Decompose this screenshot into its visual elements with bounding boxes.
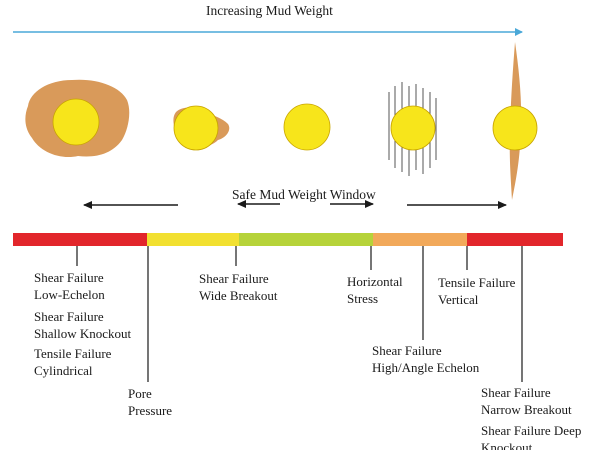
borehole-echelon-fractures-icon: [389, 82, 436, 176]
bar-segment-red-low: [13, 233, 147, 246]
borehole-vertical-fracture-icon: [493, 42, 537, 200]
bar-segment-green: [239, 233, 373, 246]
mud-weight-color-bar: [13, 233, 563, 246]
label-shear-narrow-breakout: Shear Failure Narrow Breakout: [481, 384, 572, 418]
label-tensile-cylindrical: Tensile Failure Cylindrical: [34, 345, 111, 379]
label-shear-low-echelon: Shear Failure Low-Echelon: [34, 269, 105, 303]
label-pore-pressure: Pore Pressure: [128, 385, 172, 419]
bar-segment-red-high: [467, 233, 563, 246]
label-tensile-vertical: Tensile Failure Vertical: [438, 274, 515, 308]
label-horizontal-stress: Horizontal Stress: [347, 273, 403, 307]
label-shear-deep-knockout: Shear Failure Deep Knockout: [481, 422, 581, 450]
bar-segment-orange: [373, 233, 467, 246]
bar-segment-yellow: [147, 233, 239, 246]
borehole-intact-icon: [284, 104, 330, 150]
borehole-large-breakout-icon: [25, 80, 129, 157]
label-shear-wide-breakout: Shear Failure Wide Breakout: [199, 270, 278, 304]
borehole-small-breakout-icon: [173, 106, 229, 150]
label-shear-shallow-knockout: Shear Failure Shallow Knockout: [34, 308, 131, 342]
label-shear-high-angle-echelon: Shear Failure High/Angle Echelon: [372, 342, 479, 376]
